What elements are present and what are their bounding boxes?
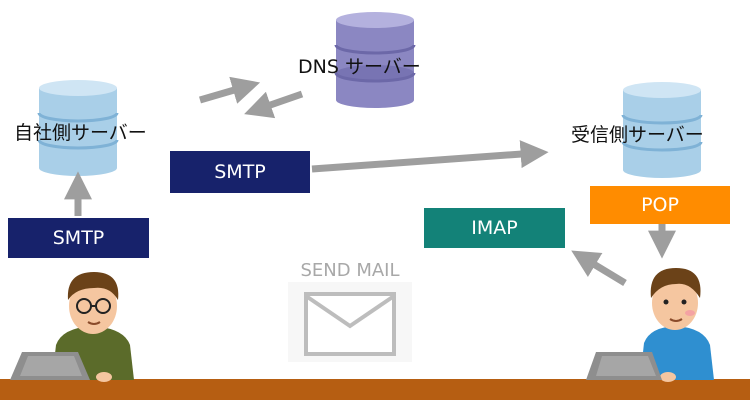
receiving-server-database-icon	[621, 82, 703, 178]
receiver-person-icon	[640, 268, 714, 382]
own-server-database-icon	[37, 80, 119, 176]
arrow-to-dns	[199, 76, 261, 104]
arrow-from-dns	[244, 90, 304, 119]
pop-badge: POP	[590, 186, 730, 224]
own-server-label: 自社側サーバー	[14, 122, 147, 144]
arrow-imap	[571, 250, 627, 286]
dns-server-label: DNS サーバー	[298, 56, 421, 78]
smtp-relay-badge: SMTP	[170, 151, 310, 193]
smtp-sender-badge: SMTP	[8, 218, 149, 258]
receiver-laptop-icon	[586, 352, 662, 380]
arrow-smtp-relay	[311, 140, 549, 173]
desk	[0, 379, 750, 400]
imap-badge: IMAP	[424, 208, 565, 248]
receiving-server-label: 受信側サーバー	[571, 124, 704, 146]
sender-laptop-icon	[10, 352, 90, 380]
send-mail-label: SEND MAIL	[300, 260, 400, 281]
flow-arrows	[64, 76, 676, 286]
send-mail-envelope-icon	[288, 282, 412, 362]
dns-server-database-icon	[334, 12, 416, 108]
